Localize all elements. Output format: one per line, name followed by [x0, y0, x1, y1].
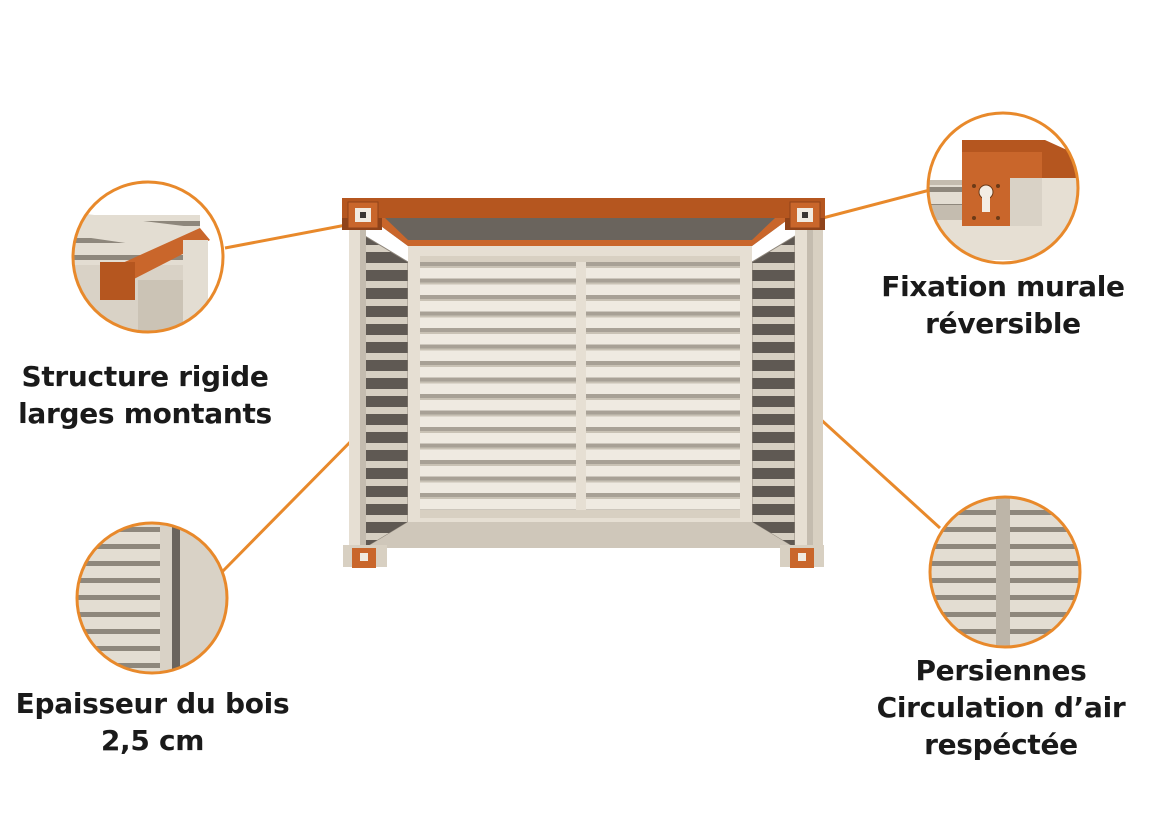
air-conditioner-cover [342, 198, 825, 568]
epaisseur-line1: Epaisseur du bois [15, 687, 290, 720]
persiennes-line2: Circulation d’air [876, 691, 1126, 724]
persiennes-line1: Persiennes [915, 654, 1087, 687]
fixation-line2: réversible [925, 307, 1081, 340]
callout-epaisseur: Epaisseur du bois 2,5 cm [5, 685, 300, 759]
corner-detail-icon [71, 180, 225, 334]
structure-line1: Structure rigide [21, 360, 269, 393]
structure-line2: larges montants [18, 397, 272, 430]
callout-structure: Structure rigide larges montants [10, 358, 280, 432]
callout-fixation: Fixation murale réversible [868, 268, 1138, 342]
epaisseur-line2: 2,5 cm [100, 724, 205, 757]
persiennes-line3: respéctée [924, 728, 1078, 761]
louvre-detail-icon [928, 495, 1082, 649]
thickness-detail-icon [75, 521, 229, 675]
fixation-line1: Fixation murale [881, 270, 1125, 303]
callout-persiennes: Persiennes Circulation d’air respéctée [860, 652, 1142, 763]
keyhole-bracket-detail-icon [926, 111, 1080, 265]
